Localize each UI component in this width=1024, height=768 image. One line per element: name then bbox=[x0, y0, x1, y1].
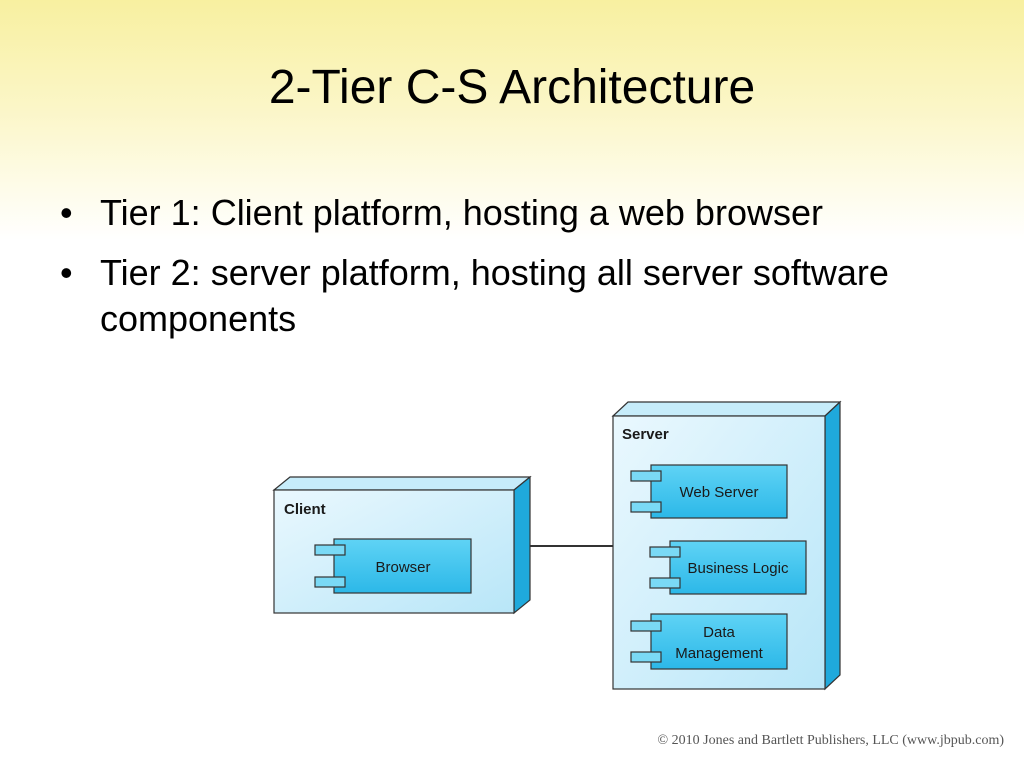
business-logic-component: Business Logic bbox=[649, 540, 807, 595]
component-port-icon bbox=[630, 620, 662, 632]
bullet-tier-1: • Tier 1: Client platform, hosting a web… bbox=[60, 190, 960, 236]
server-node: Server Web Server Business Logic Data Ma… bbox=[611, 400, 842, 691]
data-management-label-line-2: Management bbox=[675, 645, 763, 662]
data-management-label-line-1: Data bbox=[703, 624, 735, 641]
bullet-marker: • bbox=[60, 192, 73, 233]
browser-component: Browser bbox=[314, 538, 472, 594]
component-port-icon bbox=[314, 544, 346, 556]
copyright-notice: © 2010 Jones and Bartlett Publishers, LL… bbox=[657, 733, 1004, 748]
web-server-label: Web Server bbox=[680, 484, 759, 501]
component-port-icon bbox=[630, 501, 662, 513]
component-port-icon bbox=[630, 651, 662, 663]
client-label: Client bbox=[284, 501, 326, 518]
bullet-text: Tier 1: Client platform, hosting a web b… bbox=[100, 192, 823, 233]
slide-title: 2-Tier C-S Architecture bbox=[268, 61, 756, 114]
bullet-marker: • bbox=[60, 252, 73, 293]
business-logic-label: Business Logic bbox=[688, 560, 789, 577]
client-node: Client Browser bbox=[272, 475, 532, 615]
component-port-icon bbox=[649, 546, 681, 558]
data-management-component: Data Management bbox=[630, 613, 788, 670]
component-port-icon bbox=[314, 576, 346, 588]
browser-label: Browser bbox=[375, 559, 430, 576]
component-port-icon bbox=[649, 577, 681, 589]
server-label: Server bbox=[622, 426, 669, 443]
web-server-component: Web Server bbox=[630, 464, 788, 519]
bullet-text: Tier 2: server platform, hosting all ser… bbox=[100, 252, 889, 339]
component-port-icon bbox=[630, 470, 662, 482]
bullet-tier-2: • Tier 2: server platform, hosting all s… bbox=[60, 250, 960, 342]
bullet-list: • Tier 1: Client platform, hosting a web… bbox=[60, 190, 960, 356]
